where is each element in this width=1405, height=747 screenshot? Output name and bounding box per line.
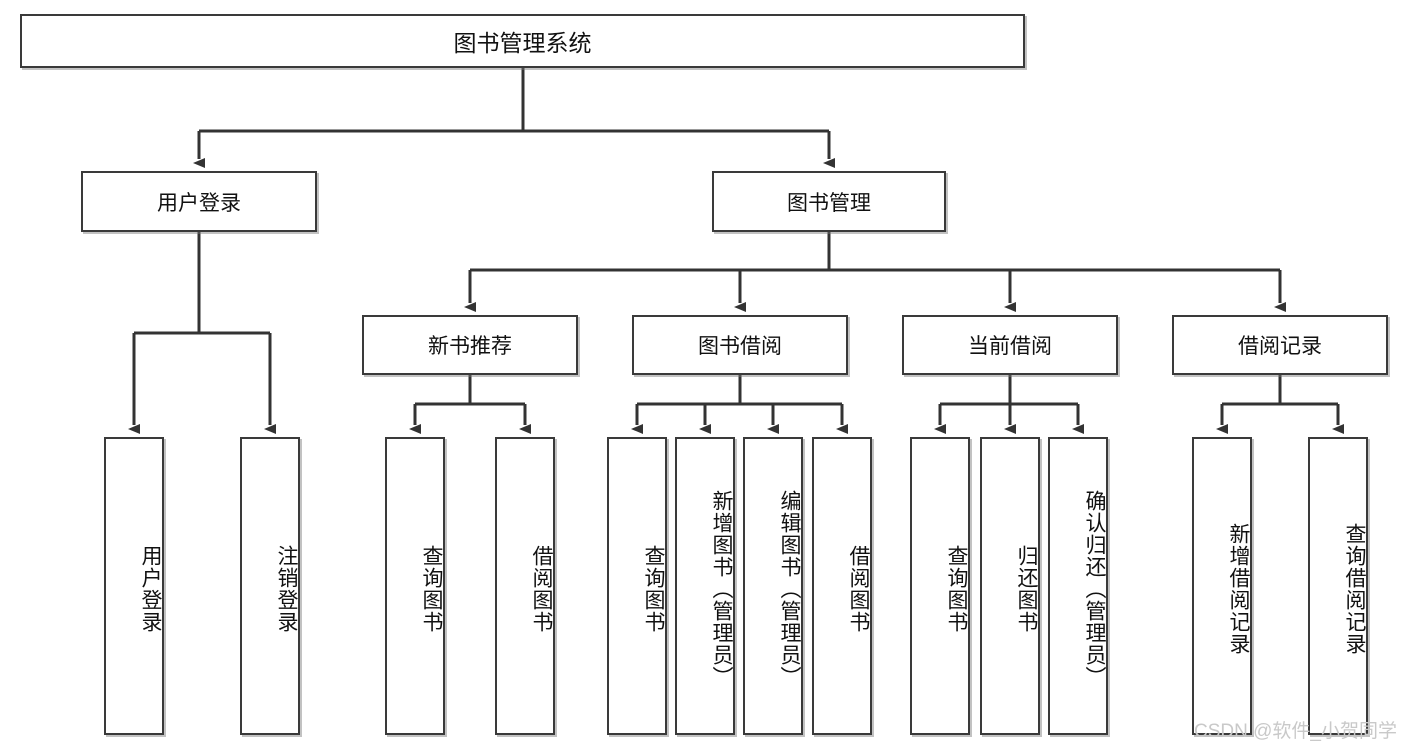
leaf-query-borrow-record[interactable]: 查询借阅记录	[1308, 437, 1368, 735]
node-root-system[interactable]: 图书管理系统	[20, 14, 1025, 68]
leaf-return-book[interactable]: 归还图书	[980, 437, 1040, 735]
leaf-user-login[interactable]: 用户登录	[104, 437, 164, 735]
node-book-borrow[interactable]: 图书借阅	[632, 315, 848, 375]
node-current-borrow[interactable]: 当前借阅	[902, 315, 1118, 375]
leaf-confirm-return-admin[interactable]: 确认归还（管理员）	[1048, 437, 1108, 735]
leaf-edit-book-admin[interactable]: 编辑图书（管理员）	[743, 437, 803, 735]
leaf-query-book-borrow[interactable]: 查询图书	[607, 437, 667, 735]
node-new-book-recommend[interactable]: 新书推荐	[362, 315, 578, 375]
csdn-watermark: CSDN @软件_小贺同学	[1194, 721, 1397, 742]
leaf-query-book-current[interactable]: 查询图书	[910, 437, 970, 735]
node-user-login[interactable]: 用户登录	[81, 171, 317, 232]
leaf-borrow-book[interactable]: 借阅图书	[812, 437, 872, 735]
leaf-logout-login[interactable]: 注销登录	[240, 437, 300, 735]
leaf-query-book-newbook[interactable]: 查询图书	[385, 437, 445, 735]
leaf-add-borrow-record[interactable]: 新增借阅记录	[1192, 437, 1252, 735]
leaf-borrow-book-newbook[interactable]: 借阅图书	[495, 437, 555, 735]
leaf-add-book-admin[interactable]: 新增图书（管理员）	[675, 437, 735, 735]
node-borrow-record[interactable]: 借阅记录	[1172, 315, 1388, 375]
node-book-management[interactable]: 图书管理	[712, 171, 946, 232]
